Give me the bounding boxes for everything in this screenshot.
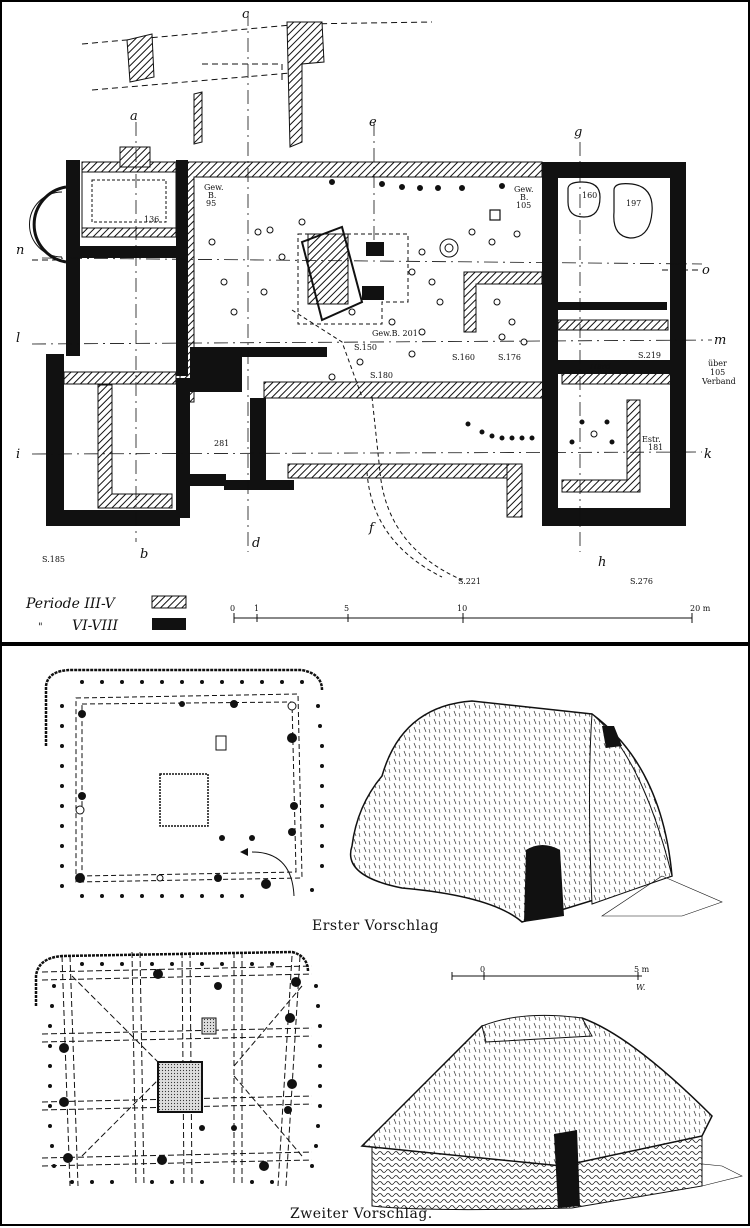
black-walls xyxy=(46,160,686,526)
section-letter-m: m xyxy=(714,333,726,348)
scale-bar xyxy=(233,613,693,623)
note-s276: S.276 xyxy=(630,577,653,586)
room-number-136: 136 xyxy=(144,215,159,224)
section-letter-a: a xyxy=(130,109,138,124)
note-estr-2: 181 xyxy=(648,443,663,452)
caption-proposal-1: Erster Vorschlag xyxy=(312,918,439,934)
note-s185: S.185 xyxy=(42,555,65,564)
note-uber-1: über xyxy=(708,359,727,368)
section-letter-h: h xyxy=(598,555,606,570)
legend-black-swatch xyxy=(152,618,186,630)
excavation-plan-panel: a b c d e f g h i k l m n o 136 281 160 … xyxy=(0,0,750,644)
section-letter-b: b xyxy=(140,547,148,562)
plan-proposal-2 xyxy=(34,950,322,1187)
plan-annotations: 136 281 160 197 Gew. B. 95 Gew. B. 105 G… xyxy=(42,183,736,586)
note-uber-3: Verband xyxy=(701,377,736,386)
excavation-plan: a b c d e f g h i k l m n o 136 281 160 … xyxy=(16,7,736,634)
note-gew105-1: Gew. xyxy=(514,185,534,194)
legend-period-b-label: VI-VIII xyxy=(72,618,119,634)
scale-tick-0: 0 xyxy=(230,604,235,613)
section-lines xyxy=(31,12,713,552)
reconstruction-drawings: Erster Vorschlag xyxy=(34,668,743,1222)
section-letter-f: f xyxy=(368,521,376,536)
hut-proposal-2 xyxy=(360,1014,743,1211)
room-number-281: 281 xyxy=(214,439,229,448)
section-letter-d: d xyxy=(252,536,260,551)
caption-proposal-2: Zweiter Vorschlag. xyxy=(290,1206,433,1222)
note-s150: S.150 xyxy=(354,343,377,352)
note-s221: S.221 xyxy=(458,577,481,586)
section-letter-c: c xyxy=(242,7,250,22)
post-holes xyxy=(208,179,615,445)
section-letter-o: o xyxy=(702,263,710,278)
scale-tick-10: 10 xyxy=(457,604,467,613)
legend-hatched-swatch xyxy=(151,595,187,609)
scale-tick-20m: 20 m xyxy=(690,604,711,613)
note-gew95-2: B. xyxy=(208,191,216,200)
inner-posts-1 xyxy=(75,700,298,889)
section-letter-i: i xyxy=(16,447,20,462)
room-a xyxy=(29,146,177,264)
plan-proposal-1 xyxy=(44,668,324,898)
section-letter-l: l xyxy=(16,331,20,346)
hatched-walls xyxy=(63,21,673,518)
outer-post-ring-1 xyxy=(60,680,324,898)
legend-period-a-label: Periode III-V xyxy=(25,596,117,612)
inner-posts-open-1 xyxy=(75,701,297,882)
section-letter-e: e xyxy=(369,115,377,130)
room-number-160: 160 xyxy=(582,191,597,200)
note-gew-b-201: Gew.B. 201 xyxy=(372,329,418,338)
section-letters: a b c d e f g h i k l m n o xyxy=(16,7,726,570)
section-letter-n: n xyxy=(16,243,24,258)
note-gew95-1: Gew. xyxy=(204,183,224,192)
scale-labels: 0 1 5 10 20 m xyxy=(230,604,711,613)
note-s176: S.176 xyxy=(498,353,521,362)
reconstruction-scale-5m: 5 m xyxy=(634,965,650,974)
note-s180: S.180 xyxy=(370,371,393,380)
pits xyxy=(300,181,653,322)
note-gew95-3: 95 xyxy=(206,199,216,208)
section-letter-g: g xyxy=(574,125,582,140)
note-gew105-2: B. xyxy=(520,193,528,202)
reconstruction-sign: W. xyxy=(636,983,645,992)
reconstruction-scale-bar xyxy=(451,972,642,980)
room-number-197: 197 xyxy=(626,199,641,208)
legend: Periode III-V " VI-VIII xyxy=(25,595,187,634)
note-s160: S.160 xyxy=(452,353,475,362)
legend-ditto-mark: " xyxy=(38,622,43,633)
central-structure xyxy=(291,233,463,581)
scale-tick-5: 5 xyxy=(344,604,349,613)
note-herd: Herd xyxy=(589,362,611,371)
hut-proposal-1 xyxy=(349,700,723,923)
reconstruction-scale-0: 0 xyxy=(480,965,485,974)
note-gew105-3: 105 xyxy=(516,201,531,210)
reconstruction-panel: Erster Vorschlag xyxy=(0,644,750,1226)
note-uber-2: 105 xyxy=(710,368,725,377)
note-s219: S.219 xyxy=(638,351,661,360)
note-estr-1: Estr. xyxy=(642,435,661,444)
scale-tick-1: 1 xyxy=(254,604,259,613)
section-letter-k: k xyxy=(704,447,712,462)
